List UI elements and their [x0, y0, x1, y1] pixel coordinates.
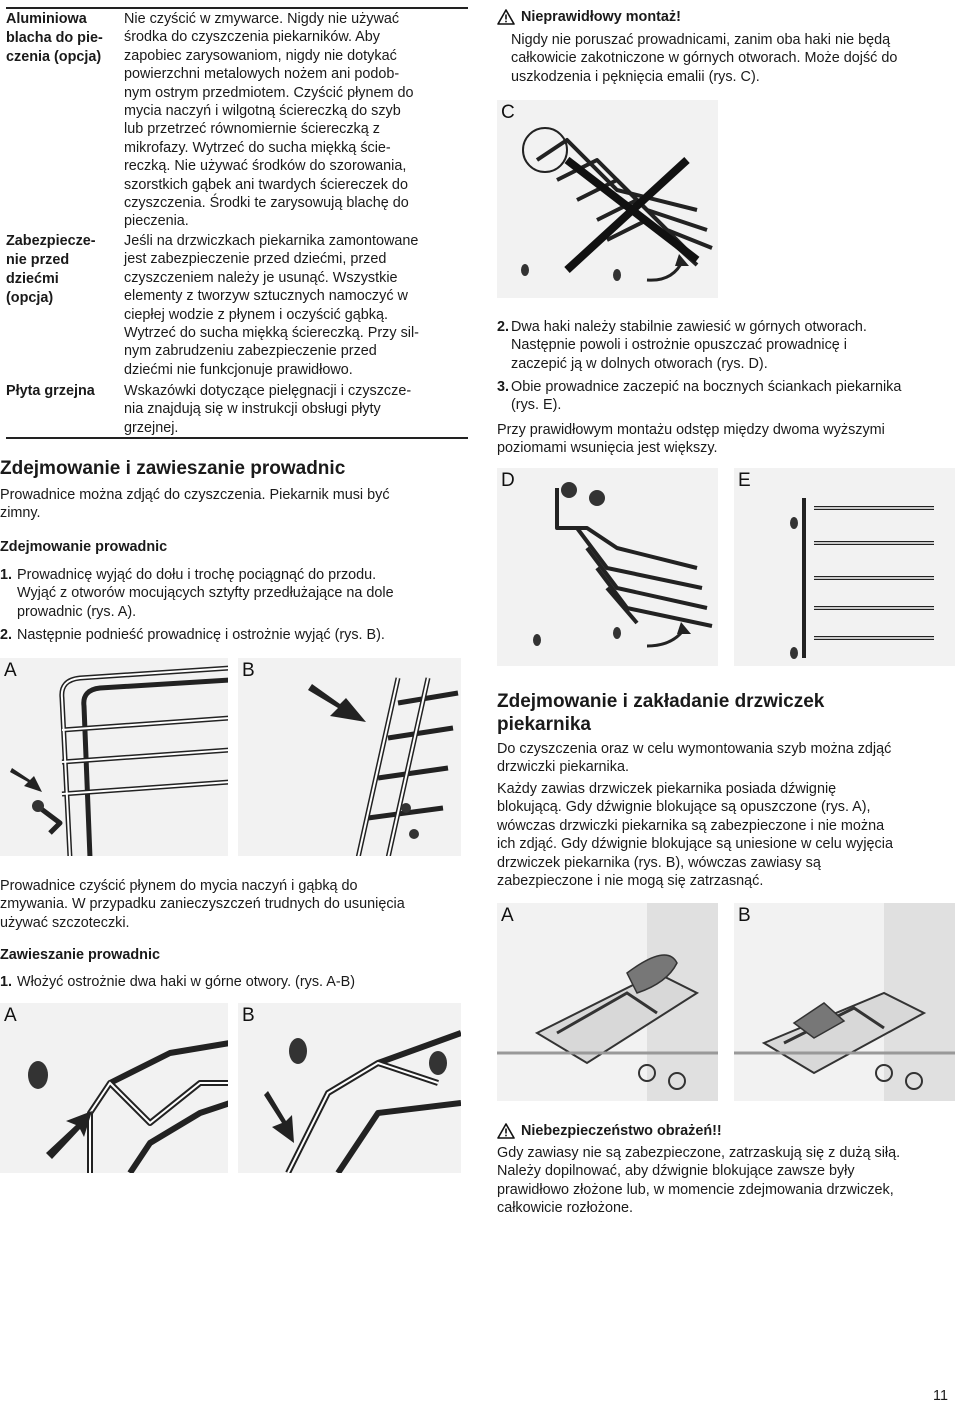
figure-remove-b: B: [238, 658, 461, 856]
figure-c: C: [497, 100, 718, 298]
hook-insert-illustration-b: [264, 1030, 461, 1173]
warning-incorrect-mount-text: Nigdy nie poruszać prowadnicami, zanim o…: [511, 32, 898, 85]
hang-heading: Zawieszanie prowadnic: [0, 947, 160, 963]
rail-mounted-illustration: [790, 498, 934, 659]
figure-hang-b: B: [238, 1003, 461, 1173]
figure-remove-a: A: [0, 658, 228, 856]
mount-step-2: 2. Dwa haki należy stabilnie zawiesić w …: [497, 319, 867, 372]
hang-step-1: 1. Włożyć ostrożnie dwa haki w górne otw…: [0, 974, 356, 990]
figure-hinge-b: B: [734, 903, 955, 1101]
page-number: 11: [933, 1388, 948, 1404]
figure-hinge-a: A: [497, 903, 718, 1101]
rail-removal-illustration-b: [308, 677, 459, 856]
intro-paragraph: Prowadnice można zdjąć do czyszczenia. P…: [0, 487, 390, 522]
table-bottom-rule: [6, 437, 468, 439]
hook-lower-illustration: [533, 482, 713, 648]
mount-step-3: 3. Obie prowadnice zaczepić na bocznych …: [497, 379, 902, 414]
warning-injury-text: Gdy zawiasy nie są zabezpieczone, zatrza…: [497, 1145, 901, 1217]
remove-step-1: 1. Prowadnicę wyjąć do dołu i trochę poc…: [0, 567, 394, 620]
table-top-rule: [6, 7, 468, 9]
warning-triangle-icon: [497, 1123, 515, 1139]
text-aluminium-tray: Nie czyścić w zmywarce. Nigdy nie używać…: [124, 11, 414, 230]
wrong-mount-illustration: [521, 127, 713, 282]
remove-heading: Zdejmowanie prowadnic: [0, 539, 168, 555]
label-hob: Płyta grzejna: [6, 383, 95, 399]
cleaning-paragraph: Prowadnice czyścić płynem do mycia naczy…: [0, 878, 405, 931]
label-aluminium-tray: Aluminiowa blacha do pie- czenia (opcja): [6, 11, 103, 65]
door-paragraph-1: Do czyszczenia oraz w celu wymontowania …: [497, 741, 892, 776]
warning-triangle-icon: [497, 9, 515, 25]
hinge-lever-down-illustration: [497, 903, 718, 1101]
figure-hang-a: A: [0, 1003, 228, 1173]
text-hob: Wskazówki dotyczące pielęgnacji i czyszc…: [124, 383, 412, 436]
section-title-rails: Zdejmowanie i zawieszanie prowadnic: [0, 458, 346, 479]
remove-step-2: 2. Następnie podnieść prowadnicę i ostro…: [0, 627, 385, 643]
label-child-lock: Zabezpiecze- nie przed dziećmi (opcja): [6, 233, 96, 306]
hook-insert-illustration-a: [28, 1040, 228, 1173]
figure-e: E: [734, 468, 955, 666]
door-paragraph-2: Każdy zawias drzwiczek piekarnika posiad…: [497, 781, 893, 890]
rail-removal-illustration-a: [10, 665, 228, 856]
warning-incorrect-mount: Nieprawidłowy montaż!: [497, 8, 681, 26]
figure-d: D: [497, 468, 718, 666]
text-child-lock: Jeśli na drzwiczkach piekarnika zamontow…: [124, 233, 419, 378]
warning-injury: Niebezpieczeństwo obrażeń!!: [497, 1122, 722, 1140]
section-title-door: Zdejmowanie i zakładanie drzwiczek pieka…: [497, 691, 825, 735]
mount-note: Przy prawidłowym montażu odstęp między d…: [497, 422, 885, 457]
hinge-lever-up-illustration: [734, 903, 955, 1101]
